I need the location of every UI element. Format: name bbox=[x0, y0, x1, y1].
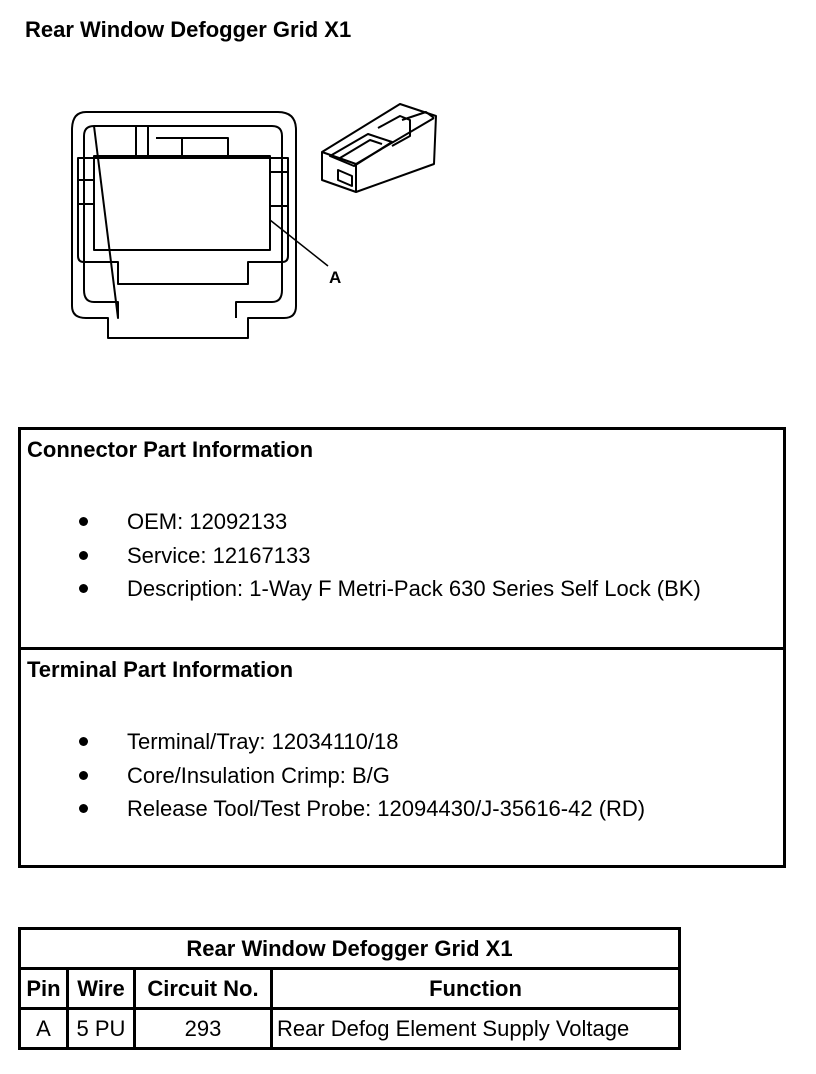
side-ribs bbox=[78, 171, 288, 207]
bullet-icon bbox=[79, 737, 88, 746]
cavity-frame bbox=[77, 157, 289, 285]
connector-diagram: A bbox=[71, 103, 437, 339]
cell-circuit: 293 bbox=[133, 1007, 273, 1050]
column-header-circuit: Circuit No. bbox=[133, 967, 273, 1010]
bullet-icon bbox=[79, 517, 88, 526]
bullet-icon bbox=[79, 550, 88, 560]
connector-face-outline bbox=[71, 111, 297, 339]
terminal-part-heading: Terminal Part Information bbox=[27, 657, 294, 682]
page-title: Rear Window Defogger Grid X1 bbox=[25, 17, 352, 42]
cell-pin: A bbox=[18, 1007, 69, 1050]
cell-wire: 5 PU bbox=[66, 1007, 136, 1050]
table-title-row: Rear Window Defogger Grid X1 bbox=[18, 927, 681, 970]
lock-tab bbox=[135, 126, 229, 158]
terminal-part-section: Terminal Part Information Terminal/Tray:… bbox=[27, 657, 646, 821]
terminal-cavity-a bbox=[93, 155, 271, 251]
bullet-icon bbox=[79, 770, 88, 780]
callout-label-a: A bbox=[329, 268, 341, 287]
column-header-pin: Pin bbox=[18, 967, 69, 1010]
column-header-function: Function bbox=[270, 967, 681, 1010]
connector-part-section: Connector Part Information OEM: 12092133… bbox=[21, 430, 783, 650]
connector-inner-outline bbox=[83, 125, 283, 319]
bullet-icon bbox=[79, 584, 88, 593]
connector-3d-view bbox=[321, 103, 437, 193]
callout-leader-line bbox=[269, 219, 329, 267]
table-row: A 5 PU 293 Rear Defog Element Supply Vol… bbox=[18, 1007, 681, 1050]
bullet-icon bbox=[79, 804, 88, 813]
pinout-table: Rear Window Defogger Grid X1 Pin Wire Ci… bbox=[18, 927, 681, 1050]
part-information-box: Connector Part Information OEM: 12092133… bbox=[18, 427, 786, 868]
table-title: Rear Window Defogger Grid X1 bbox=[18, 927, 681, 970]
column-header-wire: Wire bbox=[66, 967, 136, 1010]
cell-function: Rear Defog Element Supply Voltage bbox=[270, 1007, 681, 1050]
table-header-row: Pin Wire Circuit No. Function bbox=[18, 967, 681, 1010]
connector-part-heading: Connector Part Information bbox=[27, 437, 314, 462]
